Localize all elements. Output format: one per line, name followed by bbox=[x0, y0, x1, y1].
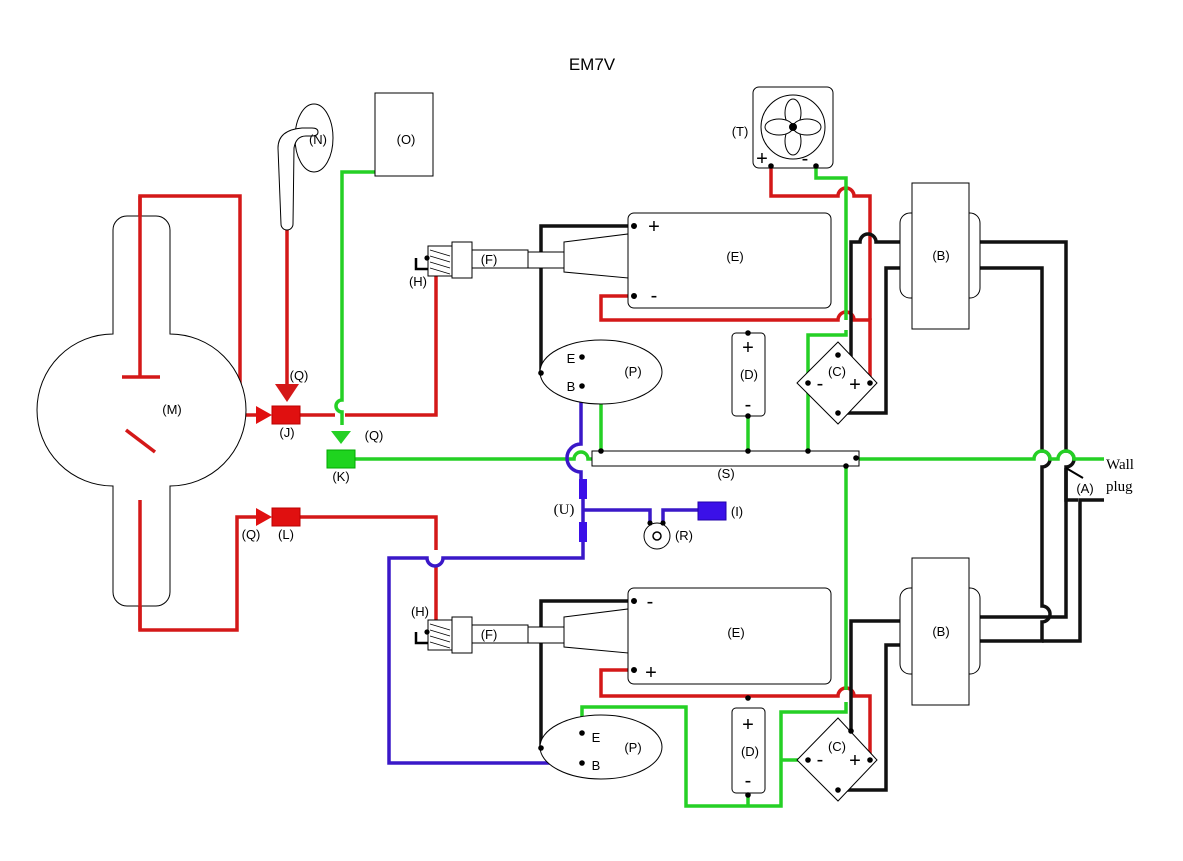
e-bottom-plus: + bbox=[645, 662, 657, 684]
t-plus: + bbox=[756, 148, 768, 170]
wall-plug-line1: Wall bbox=[1106, 457, 1134, 473]
label-e-top: (E) bbox=[726, 249, 743, 264]
d-bottom-minus: - bbox=[745, 770, 752, 792]
label-h-top: (H) bbox=[409, 274, 427, 289]
transformer-b-bottom: (B) bbox=[899, 557, 981, 706]
label-h-bottom: (H) bbox=[411, 604, 429, 619]
label-d-bottom: (D) bbox=[741, 744, 759, 759]
t-minus: - bbox=[802, 148, 809, 170]
label-b-top: (B) bbox=[932, 248, 949, 263]
p-top-b: B bbox=[567, 379, 576, 394]
connector-k: (K) (Q) bbox=[326, 428, 384, 484]
wall-plug: Wall plug bbox=[1106, 457, 1134, 495]
label-c-bottom: (C) bbox=[828, 739, 846, 754]
p-bottom-b: B bbox=[592, 758, 601, 773]
transistor-p-bottom: E B (P) bbox=[538, 714, 663, 780]
transformer-b-top: (B) bbox=[899, 182, 981, 330]
label-q-l: (Q) bbox=[242, 527, 261, 542]
label-a: (A) bbox=[1076, 481, 1093, 496]
component-d-top: + (D) - bbox=[731, 330, 766, 419]
connector-l: (L) (Q) bbox=[242, 507, 301, 542]
d-top-plus: + bbox=[742, 337, 754, 359]
component-n: (N) bbox=[277, 103, 334, 231]
d-top-minus: - bbox=[745, 394, 752, 416]
label-p-bottom: (P) bbox=[624, 740, 641, 755]
label-q-top: (Q) bbox=[290, 368, 309, 383]
green-wires bbox=[334, 166, 1104, 808]
arrow-q-top: (Q) bbox=[275, 368, 308, 402]
label-s: (S) bbox=[717, 466, 734, 481]
label-i: (I) bbox=[731, 504, 743, 519]
label-t: (T) bbox=[732, 124, 749, 139]
bridge-c-top: (C) - + bbox=[796, 341, 878, 425]
c-bottom-minus: - bbox=[817, 749, 824, 771]
ignitor-assembly-bottom: (F) (H) (E) - + bbox=[411, 587, 832, 685]
label-u: (U) bbox=[554, 502, 575, 518]
bridge-c-bottom: (C) - + bbox=[796, 717, 878, 802]
connector-j: (J) bbox=[256, 405, 301, 440]
blue-wires bbox=[387, 386, 700, 765]
label-f-top: (F) bbox=[481, 252, 498, 267]
c-top-plus: + bbox=[849, 374, 861, 396]
component-r: (R) bbox=[643, 520, 693, 550]
e-bottom-minus: - bbox=[647, 591, 654, 613]
e-top-plus: + bbox=[648, 216, 660, 238]
label-e-bottom: (E) bbox=[727, 625, 744, 640]
c-bottom-plus: + bbox=[849, 750, 861, 772]
label-f-bottom: (F) bbox=[481, 627, 498, 642]
label-c-top: (C) bbox=[828, 364, 846, 379]
component-o: (O) bbox=[374, 92, 434, 177]
label-d-top: (D) bbox=[740, 367, 758, 382]
label-m: (M) bbox=[162, 402, 182, 417]
fan-icon bbox=[789, 123, 797, 131]
switch-a: (A) bbox=[1065, 467, 1094, 496]
c-top-minus: - bbox=[817, 373, 824, 395]
label-p-top: (P) bbox=[624, 364, 641, 379]
e-top-minus: - bbox=[651, 285, 658, 307]
wall-plug-line2: plug bbox=[1106, 479, 1133, 495]
label-n: (N) bbox=[309, 132, 327, 147]
transistor-p-top: E B (P) bbox=[538, 339, 663, 405]
label-q-k: (Q) bbox=[365, 428, 384, 443]
component-d-bottom: + (D) - bbox=[731, 695, 766, 798]
p-bottom-e: E bbox=[592, 730, 601, 745]
d-bottom-plus: + bbox=[742, 714, 754, 736]
magnetron-tube: (M) bbox=[36, 196, 247, 630]
label-r: (R) bbox=[675, 528, 693, 543]
fan-t: (T) + - bbox=[732, 86, 834, 170]
label-j: (J) bbox=[279, 425, 294, 440]
label-o: (O) bbox=[397, 132, 416, 147]
label-b-bottom: (B) bbox=[932, 624, 949, 639]
ignitor-assembly-top: (F) (H) (E) + - bbox=[409, 212, 832, 309]
connector-i: (I) bbox=[697, 501, 743, 521]
label-k: (K) bbox=[332, 469, 349, 484]
junction-u: (U) bbox=[554, 479, 587, 542]
label-l: (L) bbox=[278, 527, 294, 542]
bus-bar-s: (S) bbox=[591, 448, 860, 481]
p-top-e: E bbox=[567, 351, 576, 366]
diagram-title: EM7V bbox=[569, 55, 616, 74]
